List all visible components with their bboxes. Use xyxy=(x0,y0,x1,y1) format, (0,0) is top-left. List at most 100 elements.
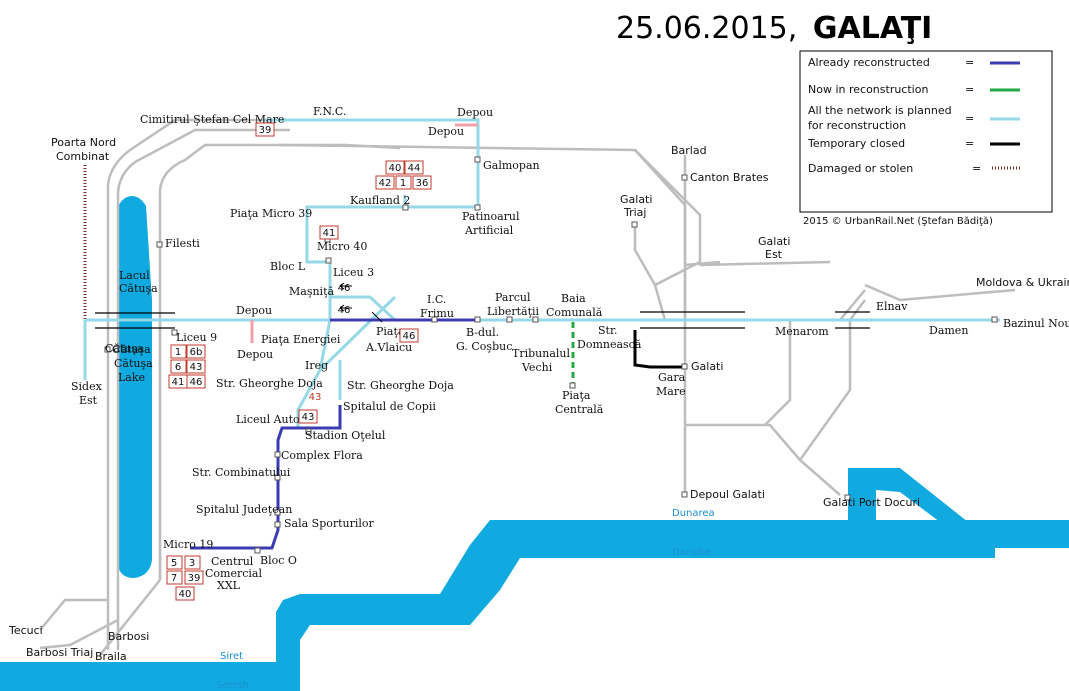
svg-text:5: 5 xyxy=(171,558,177,569)
svg-text:Mare: Mare xyxy=(656,385,686,398)
route-box-42: 42 xyxy=(375,175,395,190)
port-basin xyxy=(848,468,968,522)
legend-label-reconstructed: Already reconstructed xyxy=(808,56,930,69)
station-fnc: F.N.C. xyxy=(313,105,346,118)
station-barbosi: Barbosi xyxy=(108,630,149,643)
station-braila: Braila xyxy=(95,650,127,663)
station-galati: Galati xyxy=(691,360,723,373)
legend-label-in-reconstruction: Now in reconstruction xyxy=(808,83,928,96)
svg-text:41: 41 xyxy=(172,377,185,388)
route-box-5: 5 xyxy=(166,555,183,570)
legend: Already reconstructed = Now in reconstru… xyxy=(799,50,1053,213)
station-masnita: Maşniţă xyxy=(289,285,334,298)
svg-text:1: 1 xyxy=(400,178,406,189)
station-combinatului: Str. Combinatului xyxy=(192,466,291,479)
bridges xyxy=(95,311,870,329)
svg-text:43: 43 xyxy=(302,412,315,423)
station-spitalul-judetean: Spitalul Judeţean xyxy=(196,503,292,516)
title-date: 25.06.2015, xyxy=(616,11,797,46)
station-bloc-l: Bloc L xyxy=(270,260,306,273)
svg-text:G. Coşbuc: G. Coşbuc xyxy=(456,340,512,353)
svg-text:=: = xyxy=(965,137,974,150)
station-stadion: Stadion Oţelul xyxy=(305,429,386,442)
route-box-46-a: 46 xyxy=(338,283,351,294)
svg-text:40: 40 xyxy=(389,163,402,174)
danube-river xyxy=(276,520,1069,691)
route-box-46-d: 46 xyxy=(186,374,206,389)
station-moldova-ukraine: Moldova & Ukraine xyxy=(976,276,1069,289)
svg-text:Est: Est xyxy=(765,248,783,261)
route-box-6: 6 xyxy=(170,359,187,374)
station-parcul: Parcul xyxy=(495,291,531,304)
svg-text:Artificial: Artificial xyxy=(464,224,514,237)
route-box-1: 1 xyxy=(395,175,412,190)
station-depou-4: Depou xyxy=(237,348,273,361)
station-depou-1: Depou xyxy=(457,106,493,119)
station-sala: Sala Sporturilor xyxy=(284,517,375,530)
station-canton-brates: Canton Brates xyxy=(690,171,769,184)
route-box-43-b: 43 xyxy=(298,409,318,424)
route-box-39: 39 xyxy=(255,122,275,137)
route-box-1-b: 1 xyxy=(170,344,187,359)
station-baia: Baia xyxy=(561,292,586,305)
route-box-40: 40 xyxy=(385,160,405,175)
svg-text:44: 44 xyxy=(408,163,421,174)
route-box-3: 3 xyxy=(184,555,201,570)
route-box-41-b: 41 xyxy=(168,374,188,389)
station-gara-mare: Gara xyxy=(658,371,686,384)
svg-text:Lacul: Lacul xyxy=(119,269,150,282)
svg-text:36: 36 xyxy=(416,178,429,189)
svg-text:43: 43 xyxy=(190,362,203,373)
route-box-40-b: 40 xyxy=(175,586,195,601)
route-box-46-b: 46 xyxy=(338,305,351,316)
station-filesti: Filesti xyxy=(165,237,200,250)
station-elnav: Elnav xyxy=(876,300,908,313)
svg-text:Dunarea: Dunarea xyxy=(672,508,715,519)
title-city: GALAŢI xyxy=(813,11,932,46)
svg-text:39: 39 xyxy=(188,573,201,584)
station-galati-triaj: Galati xyxy=(620,193,652,206)
route-box-41: 41 xyxy=(319,225,339,240)
station-piata-centrala: Piaţa xyxy=(562,389,591,402)
station-poarta-nord: Poarta Nord xyxy=(51,136,116,149)
station-liceul-auto: Liceul Auto xyxy=(236,413,300,426)
station-str-domneasca: Str. xyxy=(598,324,618,337)
station-piata-energiei: Piaţa Energiei xyxy=(261,333,341,346)
station-tecuci: Tecuci xyxy=(8,624,43,637)
svg-text:Triaj: Triaj xyxy=(623,206,646,219)
station-galati-est: Galati xyxy=(758,235,790,248)
station-tribunalul: Tribunalul xyxy=(512,347,570,360)
route-box-44: 44 xyxy=(404,160,424,175)
station-depou-2: Depou xyxy=(428,125,464,138)
svg-text:Vechi: Vechi xyxy=(521,361,553,374)
siret-river xyxy=(0,662,276,691)
svg-text:=: = xyxy=(972,162,981,175)
svg-text:1: 1 xyxy=(175,347,181,358)
svg-text:Lake: Lake xyxy=(118,371,145,384)
svg-text:Est: Est xyxy=(79,394,98,407)
route-box-6b: 6b xyxy=(186,344,206,359)
svg-text:7: 7 xyxy=(171,573,177,584)
svg-text:=: = xyxy=(965,56,974,69)
depot-spurs xyxy=(250,123,478,343)
route-box-36: 36 xyxy=(412,175,432,190)
station-bazinul-nou: Bazinul Nou xyxy=(1003,317,1069,330)
svg-text:41: 41 xyxy=(323,228,336,239)
svg-text:Danube: Danube xyxy=(672,547,711,558)
svg-text:Sereth: Sereth xyxy=(216,680,249,691)
station-piata: Piaţa xyxy=(376,325,405,338)
legend-label-closed: Temporary closed xyxy=(807,137,905,150)
svg-text:Domnească: Domnească xyxy=(577,338,642,351)
route-boxes: 39 40 44 42 1 36 41 46 46 46 1 6b 6 43 4… xyxy=(166,122,432,601)
station-liceu-9: Liceu 9 xyxy=(176,331,217,344)
map-title: 25.06.2015, GALAŢI xyxy=(616,11,932,46)
station-complex-flora: Complex Flora xyxy=(281,449,363,462)
station-depoul-galati: Depoul Galati xyxy=(690,488,765,501)
svg-text:Cătuşa: Cătuşa xyxy=(112,343,151,356)
station-piata-micro-39: Piaţa Micro 39 xyxy=(230,207,312,220)
route-box-43-a: 43 xyxy=(186,359,206,374)
stop-markers xyxy=(104,156,998,554)
svg-text:Combinat: Combinat xyxy=(56,150,110,163)
route-box-43-c: 43 xyxy=(309,392,322,403)
